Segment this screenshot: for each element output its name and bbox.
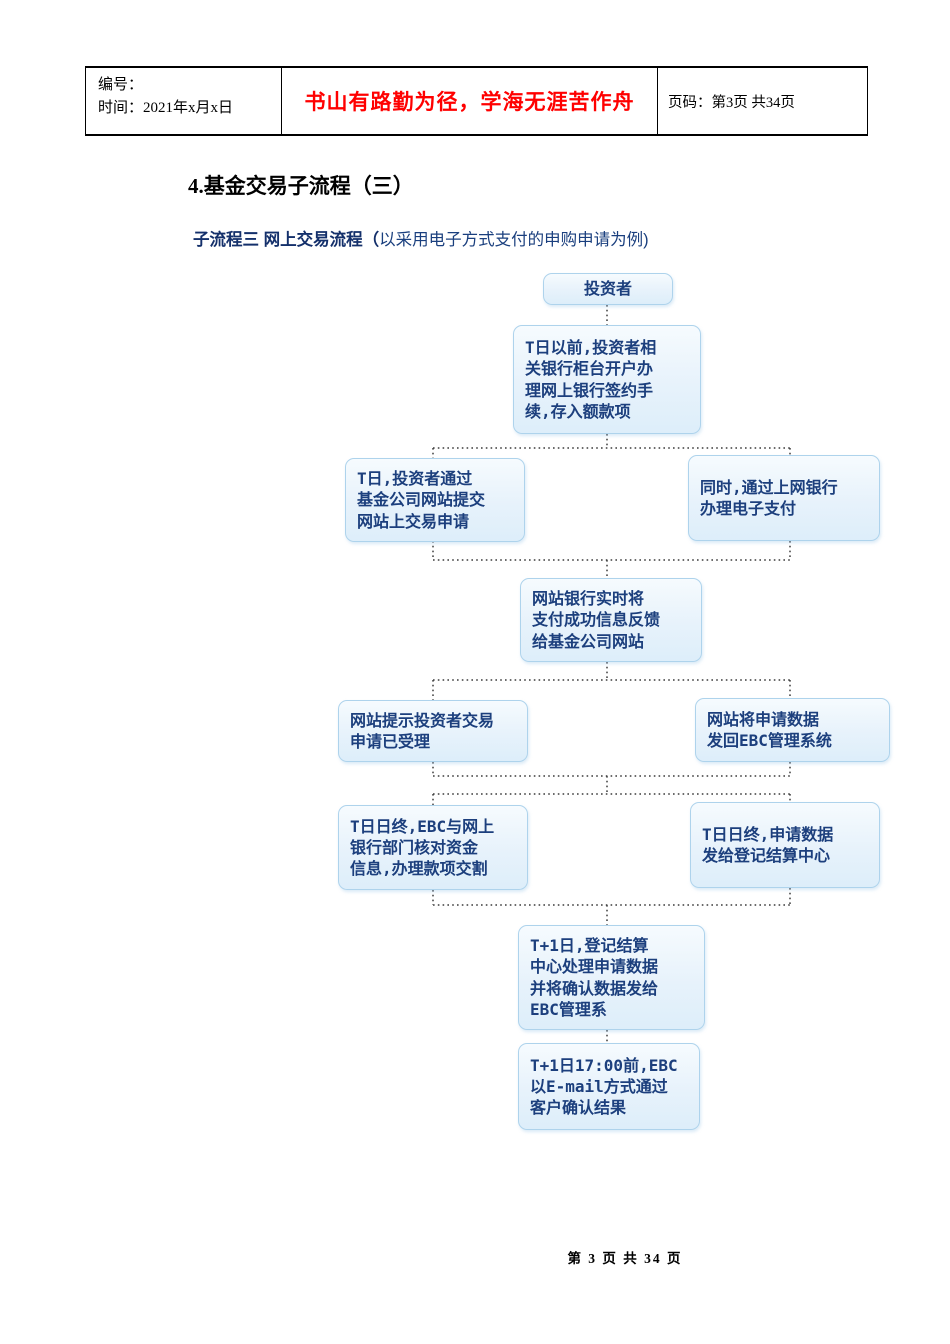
page-footer: 第 3 页 共 34 页: [0, 1247, 950, 1267]
flow-node-t-end-registry: T日日终,申请数据 发给登记结算中心: [690, 802, 880, 888]
flow-node-site-accepted: 网站提示投资者交易 申请已受理: [338, 700, 528, 762]
flow-node-t-end-settle: T日日终,EBC与网上 银行部门核对资金 信息,办理款项交割: [338, 805, 528, 890]
header-motto-cell: 书山有路勤为径，学海无涯苦作舟: [282, 68, 658, 134]
flow-node-bank-feedback: 网站银行实时将 支付成功信息反馈 给基金公司网站: [520, 578, 702, 662]
flow-node-t-day-submit: T日,投资者通过 基金公司网站提交 网站上交易申请: [345, 458, 525, 542]
header-time-label: 时间：2021年x月x日: [98, 99, 234, 116]
header-motto-text: 书山有路勤为径，学海无涯苦作舟: [304, 91, 635, 114]
header-page-cell: 页码：第3页 共34页: [658, 68, 867, 134]
flow-node-t1-registry: T+1日,登记结算 中心处理申请数据 并将确认数据发给 EBC管理系: [518, 925, 705, 1030]
flow-subtitle: 子流程三 网上交易流程（以采用电子方式支付的申购申请为例): [193, 226, 649, 250]
flow-node-t1-email: T+1日17:00前,EBC 以E-mail方式通过 客户确认结果: [518, 1043, 700, 1130]
header-page-label: 页码：第3页 共34页: [668, 94, 795, 111]
header-table: 编号： 时间：2021年x月x日 书山有路勤为径，学海无涯苦作舟 页码：第3页 …: [85, 66, 868, 136]
flow-subtitle-note: 以采用电子方式支付的申购申请为例): [379, 231, 649, 249]
flow-node-site-to-ebc: 网站将申请数据 发回EBC管理系统: [695, 698, 890, 762]
page-footer-text: 第 3 页 共 34 页: [567, 1251, 683, 1266]
flow-node-t-day-epay: 同时,通过上网银行 办理电子支付: [688, 455, 880, 541]
header-number-label: 编号：: [98, 77, 144, 93]
section-title: 4.基金交易子流程（三）: [188, 174, 414, 198]
flow-node-investor: 投资者: [543, 273, 673, 305]
flow-node-pre-t-day: T日以前,投资者相 关银行柜台开户办 理网上银行签约手 续,存入额款项: [513, 325, 701, 434]
header-number-time-cell: 编号： 时间：2021年x月x日: [86, 68, 282, 134]
flow-subtitle-main: 子流程三 网上交易流程（: [193, 231, 380, 249]
